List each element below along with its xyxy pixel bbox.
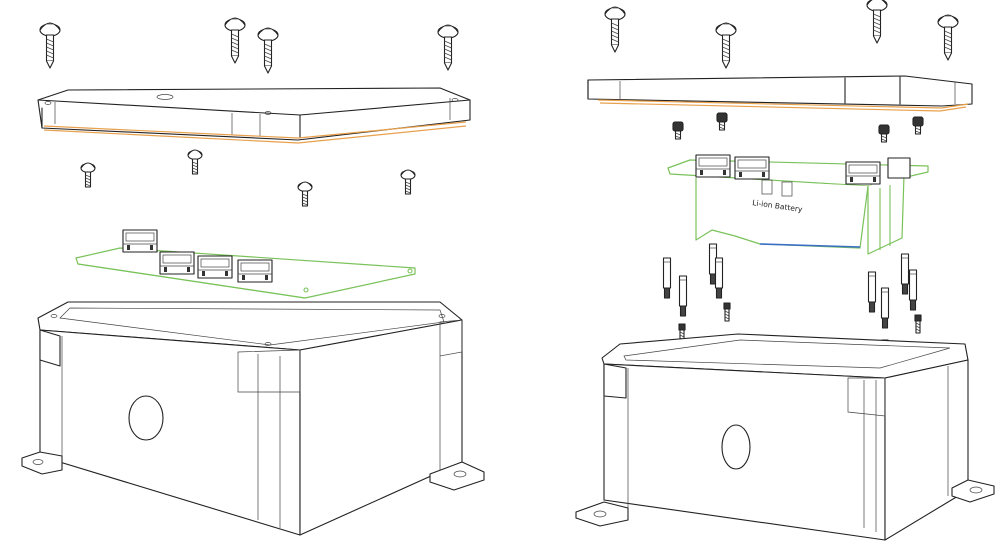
lid-gasket	[597, 99, 969, 112]
connector-icon	[845, 161, 881, 185]
standoff-icon	[723, 302, 731, 322]
connector-icon	[197, 255, 233, 279]
mount-screw-icon	[187, 149, 203, 175]
enclosure-lid	[37, 87, 471, 144]
enclosure-lid-right	[587, 75, 973, 112]
lid-screw-icon	[39, 22, 61, 69]
mounting-foot	[429, 461, 485, 491]
standoff-icon	[914, 314, 922, 334]
lid-screw-icon	[257, 27, 279, 74]
mount-screw-icon	[297, 181, 313, 207]
connector-icon	[734, 156, 770, 180]
enclosure-box-right	[575, 333, 995, 541]
standoff-icon	[900, 253, 910, 295]
lid-screw-icon	[715, 22, 737, 69]
lid-screw-icon	[937, 14, 959, 61]
mount-screw-icon	[672, 121, 684, 140]
mounting-foot	[575, 501, 629, 527]
mount-screw-icon	[878, 124, 890, 143]
standoff-icon	[678, 275, 688, 317]
lid-screw-icon	[866, 0, 888, 44]
lid-gasket	[43, 121, 467, 144]
mount-screw-icon	[80, 162, 96, 188]
lid-screw-icon	[224, 17, 246, 64]
mount-screw-icon	[912, 116, 924, 135]
left-assembly	[21, 17, 485, 536]
mounting-foot	[951, 479, 995, 503]
standoff-icon	[867, 271, 877, 313]
battery-strip	[759, 243, 861, 248]
cable-entry-hole	[128, 395, 164, 441]
standoff-icon	[880, 287, 890, 329]
mount-screw-icon	[400, 169, 416, 195]
lid-screw-icon	[604, 6, 626, 53]
mount-screw-icon	[716, 112, 728, 131]
enclosure-box-left	[21, 301, 485, 536]
left-pcb	[75, 229, 416, 299]
standoff-icon	[908, 269, 918, 311]
connector-icon	[159, 251, 195, 275]
mounting-foot	[21, 451, 63, 475]
connector-icon	[237, 259, 273, 283]
lid-screw-icon	[437, 24, 459, 71]
connector-icon	[122, 229, 158, 253]
right-assembly: Li-ion Battery	[575, 0, 995, 541]
right-pcb: Li-ion Battery	[667, 154, 929, 255]
standoff-icon	[714, 257, 724, 299]
cable-entry-hole	[721, 424, 751, 470]
standoff-icon	[662, 257, 672, 299]
connector-icon	[695, 154, 731, 178]
